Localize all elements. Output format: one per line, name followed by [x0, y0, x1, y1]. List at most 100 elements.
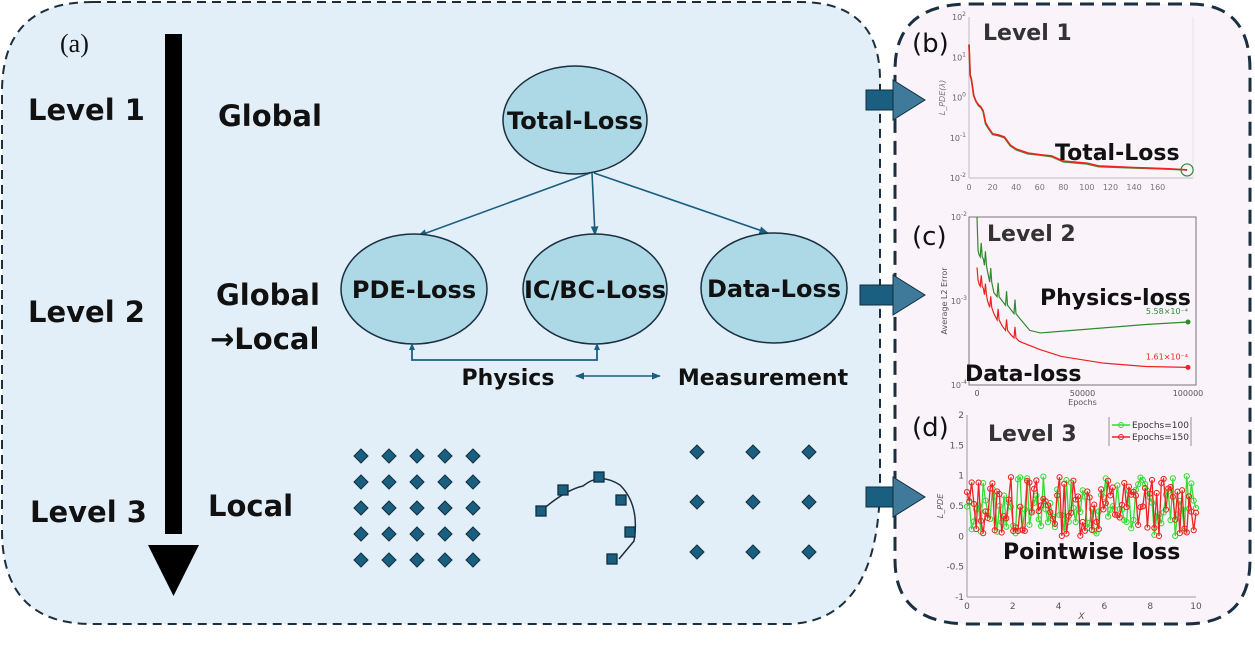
series-point	[1183, 473, 1190, 480]
series-point	[1095, 526, 1102, 533]
node-total-loss[interactable]: Total-Loss	[502, 65, 648, 175]
level-1-label: Level 1	[28, 93, 145, 127]
panel-c-level: Level 2	[987, 222, 1076, 247]
tick-label: 0.5	[950, 502, 964, 512]
y-axis-label: Average L2 Error	[940, 267, 949, 335]
node-pde-loss[interactable]: PDE-Loss	[340, 233, 488, 345]
series-point	[1155, 532, 1163, 540]
series-point	[1105, 513, 1112, 520]
tick-label: 0	[974, 389, 979, 398]
series-line-red	[968, 44, 1188, 171]
series-point	[1130, 516, 1137, 524]
series-point	[1026, 521, 1033, 528]
series-point	[975, 479, 982, 486]
series-point	[1116, 514, 1123, 521]
series-point	[1017, 474, 1024, 481]
tick-label: 10-2	[951, 211, 967, 222]
tick-label: 40	[1011, 183, 1021, 192]
boundary-point	[615, 494, 627, 506]
measurement-point	[801, 544, 817, 560]
node-data-loss[interactable]: Data-Loss	[700, 232, 848, 344]
node-icbc-loss[interactable]: IC/BC-Loss	[522, 233, 668, 345]
grid-point	[437, 526, 453, 542]
grid-point	[353, 448, 369, 464]
grid-point	[381, 474, 397, 490]
boundary-point	[606, 553, 618, 565]
tick-label: 100000	[1173, 389, 1204, 398]
series-point	[1005, 496, 1012, 503]
node-pde-loss-label: PDE-Loss	[352, 276, 476, 304]
measurement-point	[689, 444, 705, 460]
measurement-point	[801, 494, 817, 510]
tick-label: 1.5	[950, 441, 964, 451]
series-point	[1035, 507, 1042, 515]
x-axis-label: X	[1077, 612, 1085, 622]
series-point	[989, 480, 996, 487]
scope-local: Local	[208, 489, 293, 523]
arrow-to-panel-c	[859, 274, 926, 316]
tick-label: 20	[987, 183, 997, 192]
measurement-point	[745, 444, 761, 460]
series-point	[1190, 527, 1197, 534]
series-point	[1109, 484, 1116, 491]
grid-point	[381, 500, 397, 516]
node-icbc-loss-label: IC/BC-Loss	[524, 276, 666, 304]
series-point	[1037, 502, 1045, 509]
tick-label: 10-3	[951, 295, 967, 306]
grid-point	[381, 526, 397, 542]
series-point	[1172, 532, 1179, 540]
series-point	[1035, 516, 1042, 523]
series-point	[1162, 506, 1170, 513]
series-point	[1179, 487, 1186, 494]
grid-point	[437, 448, 453, 464]
series-point	[1192, 509, 1200, 516]
series-point	[1102, 500, 1109, 507]
series-point	[1142, 484, 1149, 492]
series-point	[982, 508, 989, 515]
series-point	[1047, 509, 1054, 516]
series-point	[1077, 508, 1084, 516]
tick-label: 120	[1103, 183, 1118, 192]
tick-label: 10	[1190, 602, 1202, 612]
tick-label: 1	[958, 472, 964, 482]
panel-c-label: (c)	[912, 222, 947, 252]
series-point	[980, 479, 987, 487]
series-point	[1135, 521, 1142, 529]
series-point	[970, 500, 978, 508]
scope-global-1: Global	[218, 99, 322, 133]
series-point	[1144, 524, 1151, 531]
series-point	[991, 527, 998, 534]
y-axis-label: L_PDE	[936, 493, 945, 518]
grid-point	[381, 448, 397, 464]
series-point	[1146, 490, 1153, 497]
series-point	[1007, 474, 1015, 481]
series-point	[1151, 524, 1158, 532]
series-point	[1169, 475, 1176, 482]
node-data-loss-label: Data-Loss	[707, 275, 841, 303]
series-point	[1026, 479, 1033, 486]
grid-point	[353, 500, 369, 516]
series-point	[1125, 483, 1133, 490]
series-point	[1172, 516, 1179, 523]
tick-label: -0.5	[946, 563, 964, 573]
series-point	[998, 529, 1005, 536]
series-point	[1049, 515, 1056, 522]
boundary-point	[557, 484, 569, 496]
loss-tree: Total-Loss PDE-Loss IC/BC-Loss Data-Loss…	[340, 65, 849, 391]
series-point	[1123, 518, 1130, 526]
legend-label: Epochs=150	[1132, 433, 1189, 443]
series-point	[1167, 517, 1174, 524]
tick-label: 100	[1079, 183, 1094, 192]
tick-label: 6	[1102, 602, 1108, 612]
series-point	[1030, 485, 1038, 493]
series-point	[1135, 481, 1142, 488]
series-point	[1028, 509, 1035, 516]
series-point	[1088, 526, 1096, 533]
grid-point	[437, 552, 453, 568]
tick-label: 10-4	[951, 379, 967, 390]
tick-label: 102	[952, 11, 966, 22]
physics-bracket	[411, 344, 598, 361]
series-point	[1183, 529, 1190, 536]
